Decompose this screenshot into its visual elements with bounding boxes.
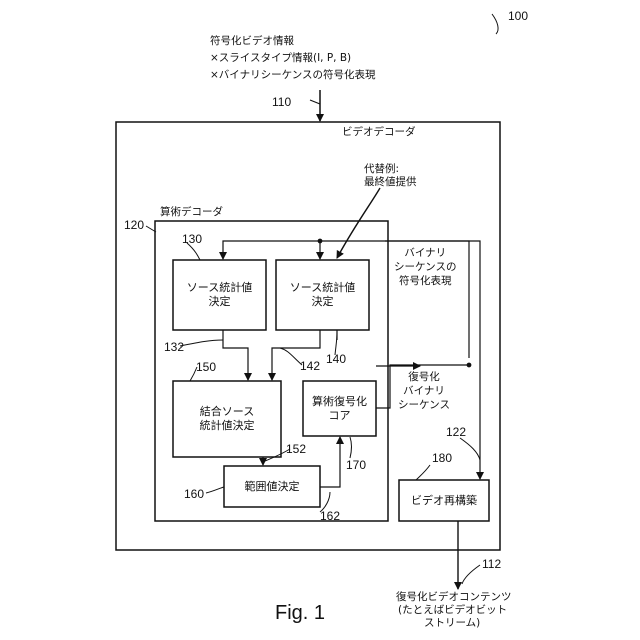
ref-110: 110	[272, 95, 291, 109]
source-stats-1-label: ソース統計値 決定	[173, 260, 266, 330]
ref-152: 152	[286, 442, 306, 456]
ref-140: 140	[326, 352, 346, 366]
ref-122: 122	[446, 425, 466, 439]
decoded-seq-label: 復号化 バイナリ シーケンス	[398, 370, 450, 412]
range-value-label: 範囲値決定	[224, 466, 320, 507]
video-decoder-label: ビデオデコーダ	[342, 126, 416, 139]
input-line-1: ×スライスタイプ情報(I, P, B)	[210, 52, 351, 65]
ref-150: 150	[196, 360, 216, 374]
ref-130: 130	[182, 232, 202, 246]
video-reconstruct-label: ビデオ再構築	[399, 480, 489, 521]
output-line-2: (たとえばビデオビット	[398, 604, 507, 617]
ref-162: 162	[320, 509, 340, 523]
figure-caption: Fig. 1	[275, 602, 325, 625]
arith-core-label: 算術復号化 コア	[303, 381, 376, 436]
ref-132: 132	[164, 340, 184, 354]
alt-note-line-1: 代替例:	[364, 163, 399, 176]
output-line-3: ストリーム)	[424, 617, 480, 630]
output-line-1: 復号化ビデオコンテンツ	[396, 591, 512, 604]
ref-142: 142	[300, 359, 320, 373]
source-stats-2-label: ソース統計値 決定	[276, 260, 369, 330]
binary-seq-label: バイナリ シーケンスの 符号化表現	[394, 246, 456, 288]
figure-number: 100	[508, 9, 528, 23]
combined-stats-label: 結合ソース 統計値決定	[173, 381, 281, 457]
input-line-2: ×バイナリシーケンスの符号化表現	[210, 69, 376, 82]
input-title: 符号化ビデオ情報	[210, 35, 294, 48]
arith-decoder-label: 算術デコーダ	[160, 206, 223, 219]
ref-160: 160	[184, 487, 204, 501]
alt-note-line-2: 最終値提供	[364, 176, 417, 189]
ref-112: 112	[482, 557, 501, 571]
final-value-arrow	[337, 188, 380, 258]
ref-180: 180	[432, 451, 452, 465]
ref-120: 120	[124, 218, 144, 232]
ref-170: 170	[346, 458, 366, 472]
